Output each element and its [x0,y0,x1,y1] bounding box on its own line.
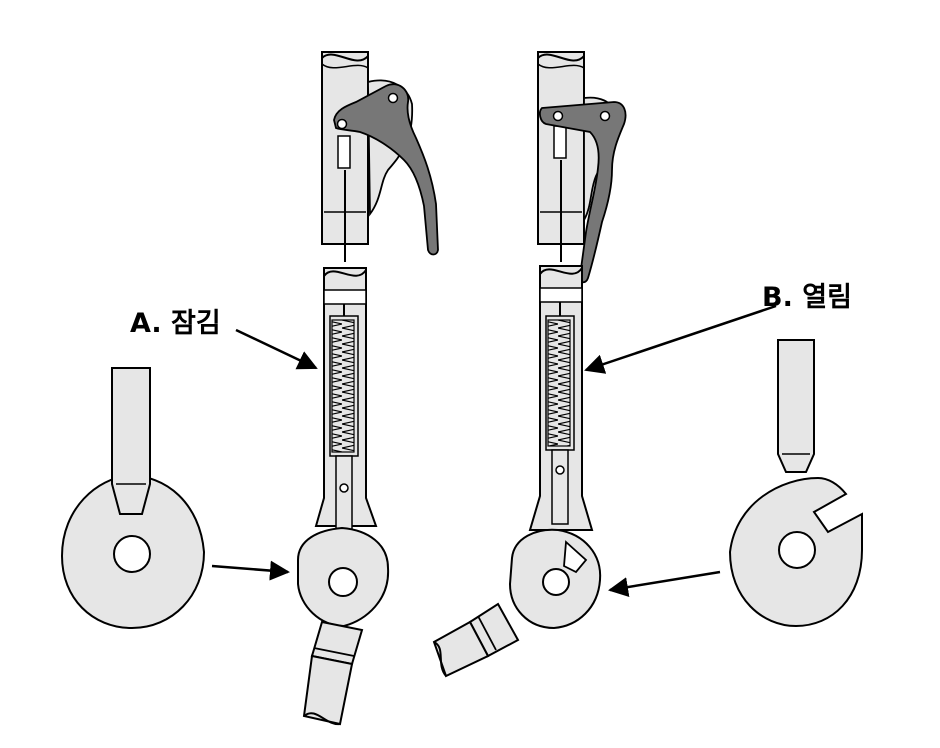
lower-leg-segment-open [432,602,520,678]
arrow-detail-open [608,570,721,597]
arrow-label-b [584,304,777,374]
open-detail-pin [777,339,815,473]
locking-disc-locked [297,526,390,628]
spring-open [547,319,571,447]
open-detail [728,339,863,628]
open-assembly [432,51,627,678]
locked-assembly [297,51,439,726]
lower-tube-open [528,265,594,531]
spring-locked [331,319,355,453]
label-open: B. 열림 [762,282,852,313]
locked-detail-pin [111,367,151,515]
locking-disc-open [508,528,602,630]
upper-tube-locked [321,51,413,262]
arrow-label-a [235,328,318,370]
release-lever-open[interactable] [539,101,627,284]
lower-leg-segment-locked [302,620,364,726]
lower-tube-locked [314,267,378,554]
locked-detail [60,367,206,630]
label-locked: A. 잠김 [130,308,221,339]
arrow-detail-locked [211,560,290,581]
release-lever-locked[interactable] [333,83,439,256]
